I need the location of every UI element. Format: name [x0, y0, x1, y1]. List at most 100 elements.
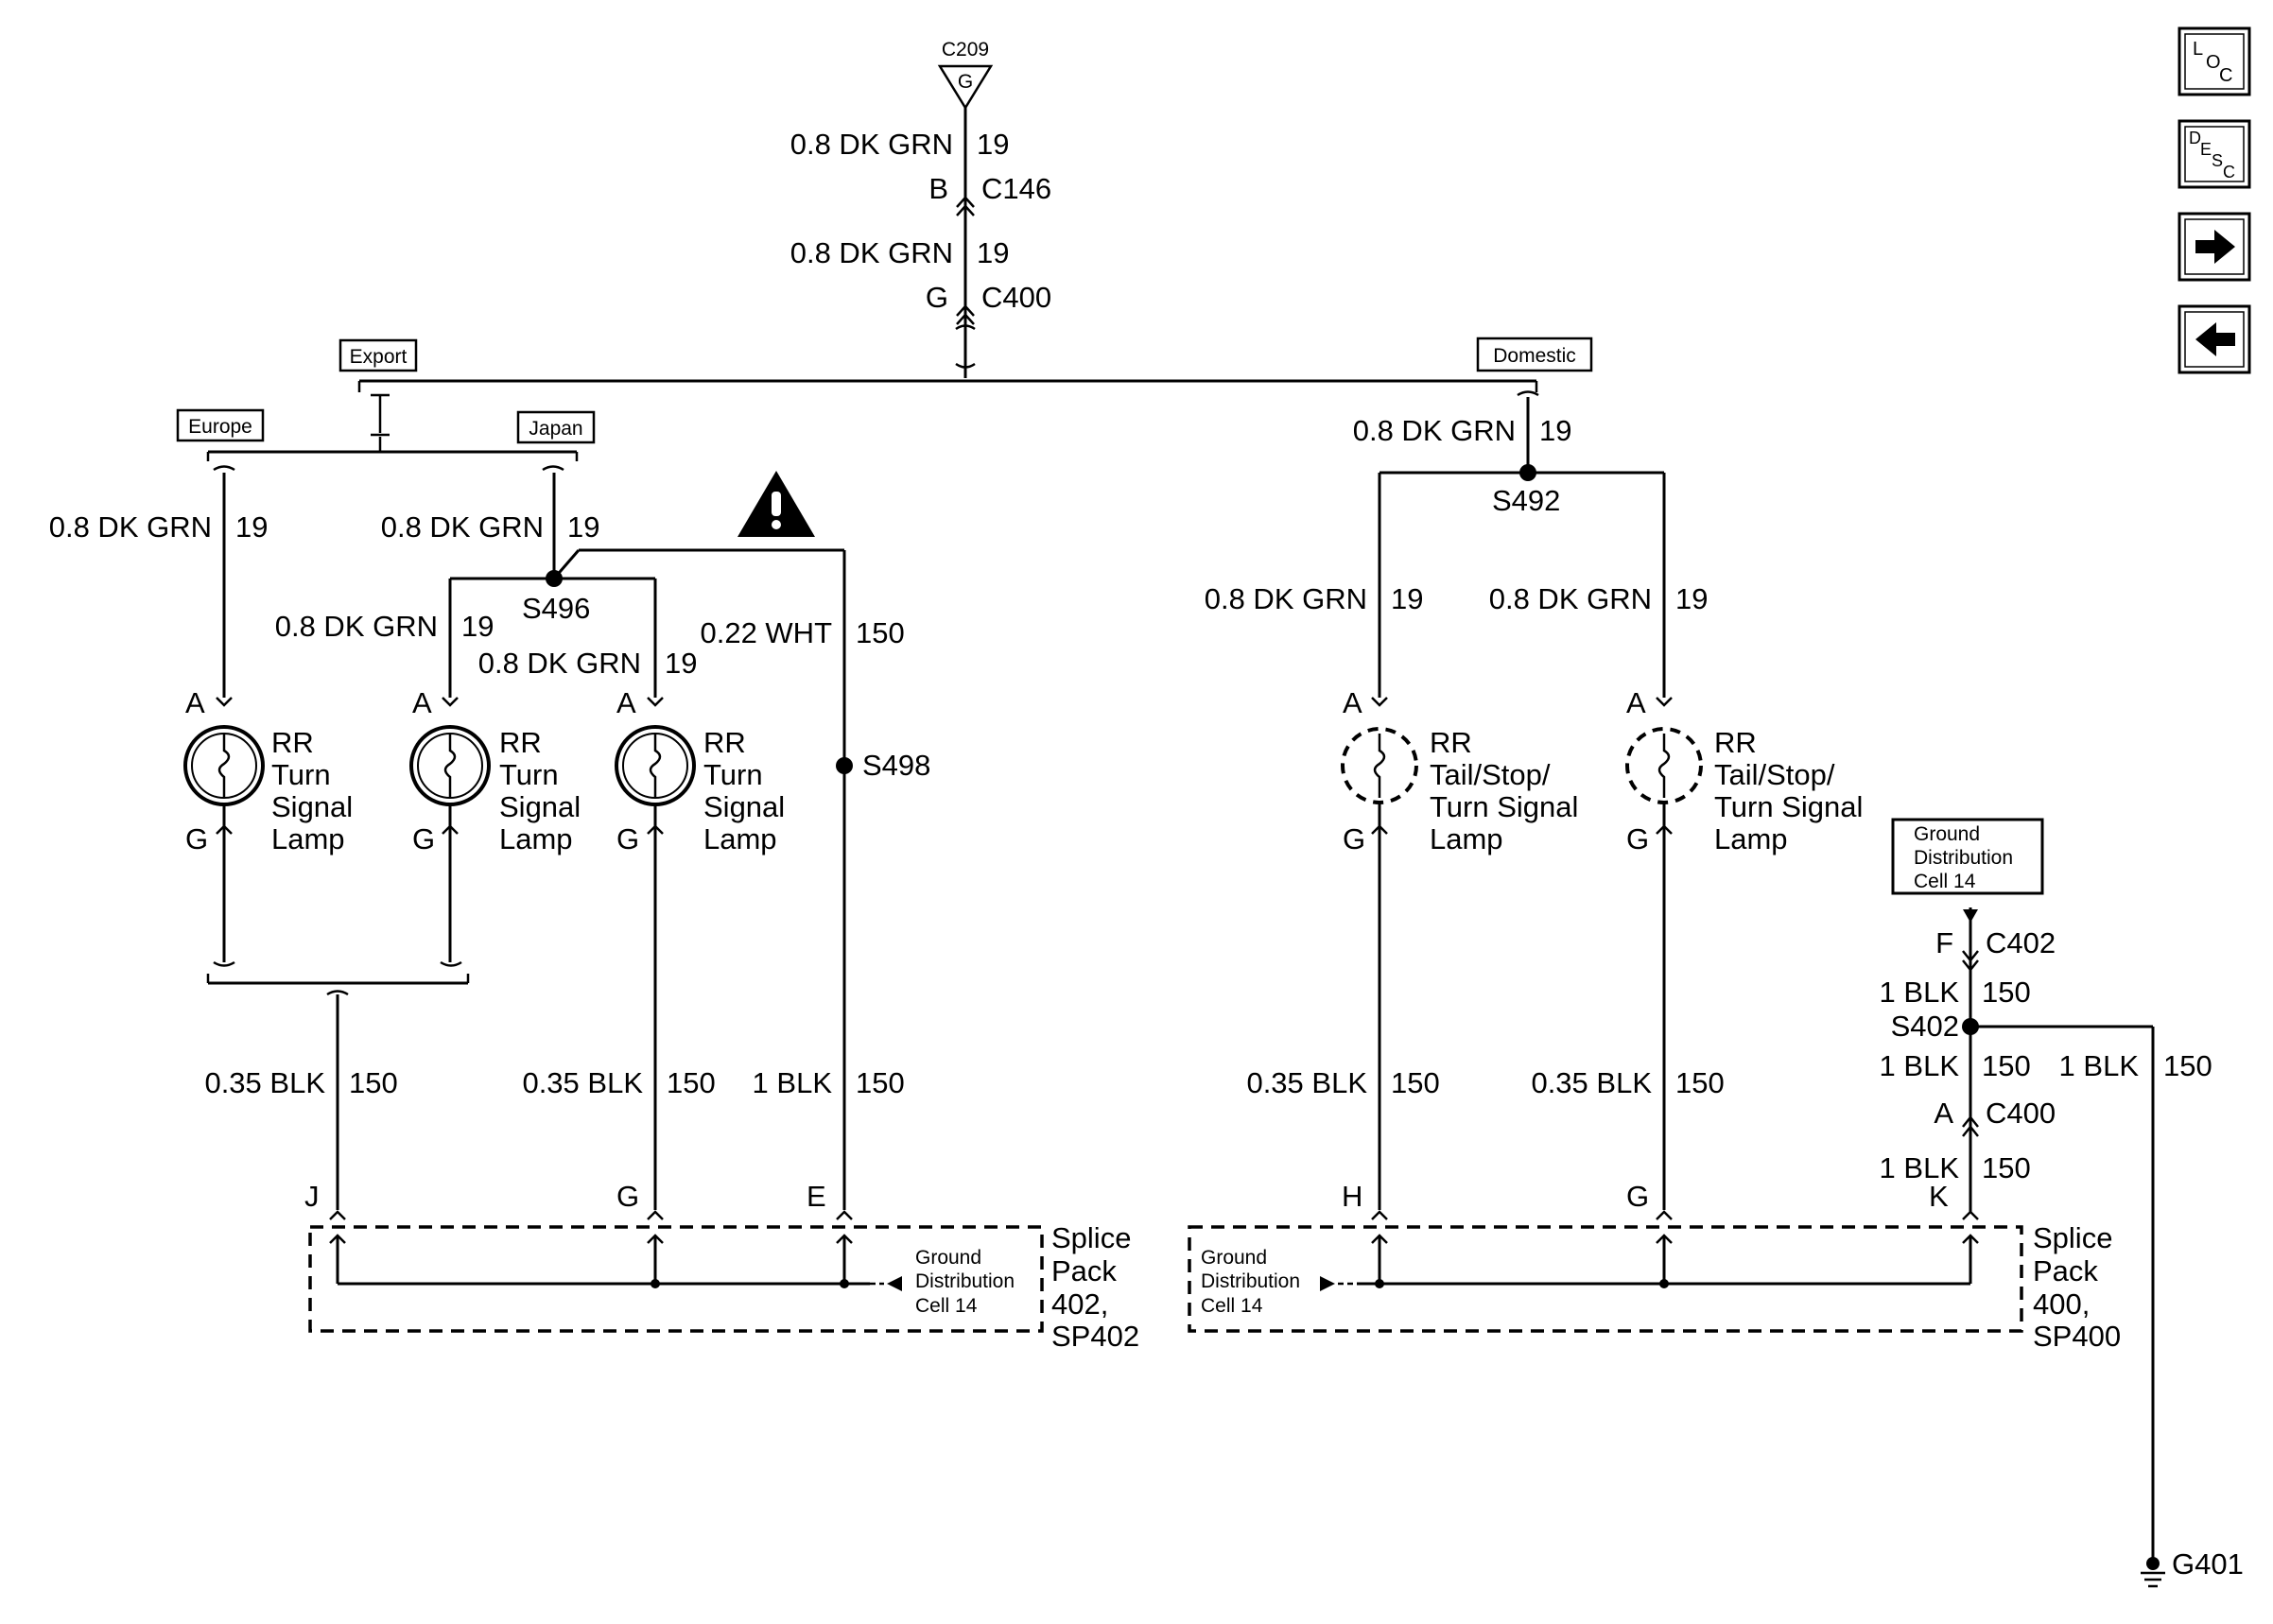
pin-g-sp402: G — [616, 1180, 639, 1213]
s492-label: S492 — [1492, 484, 1560, 517]
trunk-seg1-label: 0.8 DK GRN 19 — [790, 128, 1010, 161]
svg-text:RR: RR — [1430, 726, 1472, 759]
svg-text:Signal: Signal — [499, 790, 581, 823]
svg-text:S: S — [2212, 151, 2223, 170]
c209-label: C209 — [942, 39, 989, 60]
svg-text:Lamp: Lamp — [499, 822, 573, 855]
svg-text:402,: 402, — [1051, 1287, 1108, 1321]
back-button[interactable] — [2178, 304, 2251, 374]
gnd2-circuit-label: 150 — [667, 1066, 716, 1099]
svg-text:Distribution: Distribution — [915, 1270, 1015, 1292]
svg-text:C402: C402 — [1986, 926, 2056, 959]
g401-wire-label: 1 BLK — [2059, 1049, 2140, 1082]
gnd3-wire-label: 1 BLK — [753, 1066, 833, 1099]
gnd1-wire-label: 0.35 BLK — [204, 1066, 325, 1099]
branch1-circuit-label: 19 — [1391, 582, 1423, 615]
svg-text:0.8 DK GRN: 0.8 DK GRN — [790, 128, 953, 161]
connector-c400-bottom: A C400 — [1934, 1097, 2056, 1137]
branch2-wire-label: 0.8 DK GRN — [1489, 582, 1652, 615]
branch2-circuit-label: 19 — [1675, 582, 1708, 615]
option-domestic: Domestic — [1476, 337, 1593, 372]
gb-seg3-wire: 1 BLK — [1880, 1151, 1960, 1184]
svg-text:C400: C400 — [1986, 1097, 2056, 1130]
lamp-2: A G RR Turn Signal Lamp — [409, 686, 581, 962]
svg-text:Turn: Turn — [703, 758, 763, 791]
gb-seg1-circuit: 150 — [1982, 976, 2031, 1009]
pin-k: K — [1929, 1180, 1949, 1213]
svg-text:G: G — [616, 822, 639, 855]
c209-pin: G — [958, 71, 973, 93]
arrow-right-icon — [2195, 230, 2235, 264]
gnd4-wire-label: 0.35 BLK — [1246, 1066, 1367, 1099]
svg-text:O: O — [2206, 52, 2221, 73]
svg-text:Cell 14: Cell 14 — [1201, 1295, 1263, 1317]
pin-e: E — [807, 1180, 826, 1213]
svg-text:L: L — [2193, 39, 2203, 60]
g401-circuit-label: 150 — [2163, 1049, 2212, 1082]
lamp2-wire-label: 0.8 DK GRN — [275, 610, 438, 643]
svg-text:B: B — [928, 172, 948, 205]
svg-text:E: E — [2200, 140, 2212, 159]
svg-text:Lamp: Lamp — [703, 822, 777, 855]
svg-text:F: F — [1935, 926, 1953, 959]
svg-text:G: G — [412, 822, 435, 855]
lamp3-wire-label: 0.8 DK GRN — [478, 647, 641, 680]
svg-text:C400: C400 — [981, 281, 1051, 314]
gnd5-wire-label: 0.35 BLK — [1531, 1066, 1652, 1099]
ground-c209: C209 G — [937, 39, 994, 111]
option-japan: Japan — [516, 410, 596, 444]
desc-button[interactable]: D E S C — [2178, 119, 2251, 189]
svg-text:Turn Signal: Turn Signal — [1714, 790, 1863, 823]
svg-text:A: A — [1626, 686, 1646, 719]
europe-circuit-label: 19 — [235, 510, 268, 544]
domestic-wire-label: 0.8 DK GRN — [1353, 414, 1516, 447]
svg-text:Tail/Stop/: Tail/Stop/ — [1430, 758, 1551, 791]
svg-text:Ground: Ground — [1914, 823, 1980, 845]
gb-seg1-wire: 1 BLK — [1880, 976, 1960, 1009]
trunk-seg2-label: 0.8 DK GRN 19 — [790, 236, 1010, 269]
arrow-left-small-icon — [887, 1276, 902, 1291]
svg-text:A: A — [412, 686, 432, 719]
svg-text:D: D — [2189, 129, 2201, 147]
svg-text:19: 19 — [977, 236, 1009, 269]
pin-j: J — [304, 1180, 320, 1213]
ground-distribution-box: Ground Distribution Cell 14 — [1891, 818, 2044, 895]
svg-text:A: A — [616, 686, 636, 719]
svg-text:Export: Export — [350, 346, 408, 368]
gb-seg2-circuit: 150 — [1982, 1049, 2031, 1082]
branch1-wire-label: 0.8 DK GRN — [1205, 582, 1367, 615]
wht-wire-label: 0.22 WHT — [700, 616, 832, 649]
splice-pack-400: Ground Distribution Cell 14 Splice Pack … — [1188, 1221, 2121, 1353]
svg-text:Turn Signal: Turn Signal — [1430, 790, 1578, 823]
svg-text:Cell 14: Cell 14 — [1914, 871, 1976, 892]
svg-text:A: A — [1934, 1097, 1953, 1130]
svg-text:Pack: Pack — [1051, 1254, 1117, 1287]
svg-text:Japan: Japan — [529, 418, 582, 440]
forward-button[interactable] — [2178, 212, 2251, 282]
svg-text:Pack: Pack — [2033, 1254, 2098, 1287]
svg-text:SP400: SP400 — [2033, 1320, 2121, 1353]
svg-text:Europe: Europe — [188, 416, 252, 438]
svg-text:RR: RR — [1714, 726, 1757, 759]
svg-text:Cell 14: Cell 14 — [915, 1295, 978, 1317]
svg-text:C: C — [2219, 65, 2232, 86]
svg-text:Tail/Stop/: Tail/Stop/ — [1714, 758, 1835, 791]
svg-text:Lamp: Lamp — [271, 822, 345, 855]
svg-text:SP402: SP402 — [1051, 1320, 1139, 1353]
lamp-4: A G RR Tail/Stop/ Turn Signal Lamp — [1341, 686, 1578, 1210]
loc-button[interactable]: L O C — [2178, 26, 2251, 96]
gnd2-wire-label: 0.35 BLK — [522, 1066, 643, 1099]
lamp-5: A G RR Tail/Stop/ Turn Signal Lamp — [1625, 686, 1863, 1210]
europe-wire-label: 0.8 DK GRN — [49, 510, 212, 544]
s496-label: S496 — [522, 592, 590, 625]
lamp3-circuit-label: 19 — [665, 647, 697, 680]
svg-text:Signal: Signal — [271, 790, 353, 823]
arrow-right-small-icon — [1320, 1276, 1335, 1291]
g401-label: G401 — [2172, 1547, 2244, 1581]
lamp-1: A G RR Turn Signal Lamp — [183, 686, 353, 962]
svg-text:Splice: Splice — [2033, 1221, 2112, 1254]
svg-text:G: G — [926, 281, 948, 314]
svg-text:A: A — [185, 686, 205, 719]
svg-text:Signal: Signal — [703, 790, 785, 823]
